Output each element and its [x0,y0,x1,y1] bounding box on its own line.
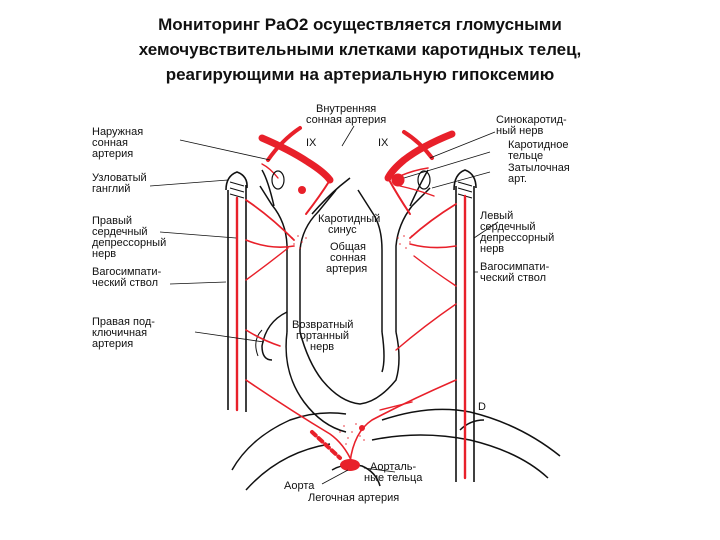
svg-text:Вагосимпати-: Вагосимпати- [92,266,162,278]
svg-text:нерв: нерв [480,243,504,255]
label-right-subclavian: Правая под- ключичная артерия [92,316,155,350]
svg-text:Синокаротид-: Синокаротид- [496,114,567,126]
label-ix-right: IX [378,137,389,149]
label-right-depressor-nerve: Правый сердечный депрессорный нерв [92,215,166,260]
label-carotid-sinus: Каротидный синус [318,213,380,236]
title-line-2: хемочувствительными клетками каротидных … [138,40,582,59]
svg-text:ческий ствол: ческий ствол [92,277,158,289]
label-ix-left: IX [306,137,317,149]
svg-text:Левый: Левый [480,210,513,222]
label-external-carotid: Наружная сонная артерия [92,126,143,160]
label-sinocarotid-nerve: Синокаротид- ный нерв [496,114,567,137]
title-line-3: реагирующими на артериальную гипоксемию [165,65,555,84]
svg-text:депрессорный: депрессорный [92,237,166,249]
label-recurrent-laryngeal: Возвратный гортанный нерв [292,319,353,353]
label-left-vagosympathetic: Вагосимпати- ческий ствол [92,266,162,289]
svg-text:ный нерв: ный нерв [496,125,543,137]
svg-text:ключичная: ключичная [92,327,147,339]
label-carotid-body: Каротидное тельце [508,139,568,162]
svg-text:Узловатый: Узловатый [92,172,147,184]
leader-lines [149,125,499,485]
svg-text:сердечный: сердечный [480,221,536,233]
afferent-nerve-pathways [235,126,467,480]
svg-text:артерия: артерия [92,148,133,160]
label-occipital-artery: Затылочная арт. [508,162,570,185]
svg-text:артерия: артерия [92,338,133,350]
svg-text:сонная: сонная [92,137,128,149]
svg-text:Вагосимпати-: Вагосимпати- [480,261,550,273]
svg-text:ганглий: ганглий [92,183,130,195]
svg-text:нерв: нерв [92,248,116,260]
svg-text:Внутренняя: Внутренняя [316,103,376,115]
svg-text:нерв: нерв [310,341,334,353]
svg-text:сердечный: сердечный [92,226,148,238]
svg-text:гортанный: гортанный [296,330,349,342]
svg-text:тельце: тельце [508,150,543,162]
label-aorta: Аорта [284,480,315,492]
svg-text:Правая под-: Правая под- [92,316,155,328]
left-vagosympathetic-column [225,171,248,412]
title-line-1: Мониторинг PaO2 осуществляется гломусным… [158,15,562,34]
label-internal-carotid: Внутренняя сонная артерия [306,103,386,126]
label-d: D [478,401,486,413]
svg-text:арт.: арт. [508,173,527,185]
svg-text:синус: синус [328,224,357,236]
label-common-carotid: Общая сонная артерия [326,241,367,275]
chemoreceptor-bodies [298,173,405,471]
label-nodose-ganglion: Узловатый ганглий [92,172,147,195]
label-aortic-bodies: Аорталь- ные тельца [364,461,423,484]
sinus-stipple [291,235,413,445]
svg-text:Наружная: Наружная [92,126,143,138]
slide-title: Мониторинг PaO2 осуществляется гломусным… [60,12,660,87]
svg-text:артерия: артерия [326,263,367,275]
svg-text:Общая: Общая [330,241,366,253]
carotid-arteries-outline [231,169,561,491]
label-right-vagosympathetic: Вагосимпати- ческий ствол [480,261,550,284]
svg-text:Возвратный: Возвратный [292,319,353,331]
ganglia [271,170,431,190]
svg-text:ные тельца: ные тельца [364,472,423,484]
label-left-depressor-nerve: Левый сердечный депрессорный нерв [480,210,554,255]
svg-text:ческий ствол: ческий ствол [480,272,546,284]
svg-text:Затылочная: Затылочная [508,162,570,174]
svg-text:депрессорный: депрессорный [480,232,554,244]
svg-text:сонная: сонная [330,252,366,264]
svg-text:Аорталь-: Аорталь- [370,461,417,473]
label-pulmonary-artery: Легочная артерия [308,492,399,504]
svg-text:Каротидный: Каротидный [318,213,380,225]
svg-text:Правый: Правый [92,215,132,227]
svg-text:сонная артерия: сонная артерия [306,114,386,126]
svg-text:Каротидное: Каротидное [508,139,568,151]
